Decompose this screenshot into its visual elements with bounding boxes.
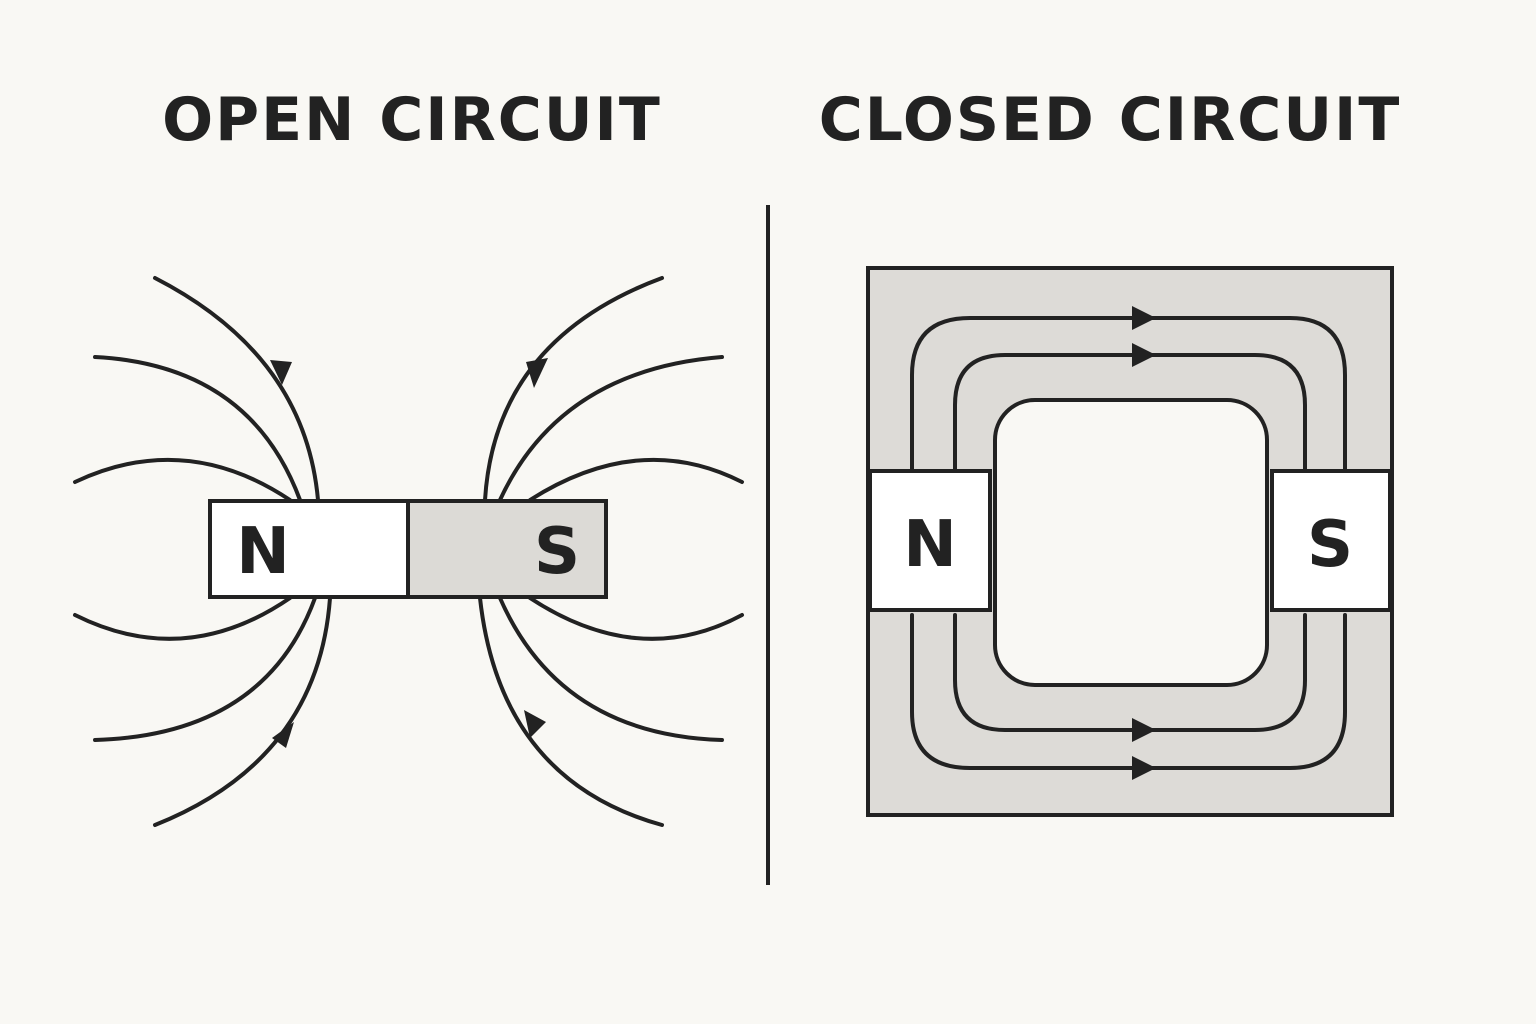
arrowhead-icon <box>270 360 292 385</box>
magnet-north-half <box>208 499 410 599</box>
flux-loop-outer-bottom <box>910 613 1347 770</box>
arrowhead-icon <box>524 710 546 738</box>
arrowhead-icon <box>526 358 548 388</box>
field-line <box>153 276 320 502</box>
open-circuit-title: OPEN CIRCUIT <box>162 85 662 155</box>
field-line <box>153 596 332 827</box>
closed-circuit-poles: N S <box>868 469 1392 612</box>
field-line <box>528 596 744 641</box>
closed-circuit-arrows <box>1132 306 1156 780</box>
core-window <box>993 398 1269 687</box>
closed-circuit-title: CLOSED CIRCUIT <box>819 85 1402 155</box>
field-line <box>73 596 292 641</box>
field-line <box>498 355 724 502</box>
arrowhead-icon <box>1132 756 1156 780</box>
closed-north-label: N <box>903 508 957 582</box>
closed-circuit-flux-lines <box>910 316 1347 770</box>
magnet-north-label: N <box>236 515 290 589</box>
field-line <box>73 457 292 502</box>
flux-loop-outer-top <box>910 316 1347 472</box>
field-line <box>483 276 664 502</box>
field-line <box>93 596 317 742</box>
arrowhead-icon <box>1132 306 1156 330</box>
arrowhead-icon <box>1132 718 1156 742</box>
bar-magnet: N S <box>208 499 608 599</box>
arrowhead-icon <box>1132 343 1156 367</box>
closed-south-pole <box>1270 469 1392 612</box>
closed-south-label: S <box>1307 508 1353 582</box>
flux-loop-inner-top <box>953 353 1307 472</box>
flux-loop-inner-bottom <box>953 613 1307 732</box>
arrowhead-icon <box>272 722 294 748</box>
field-line <box>528 457 744 502</box>
magnet-south-label: S <box>534 515 580 589</box>
field-line <box>498 596 724 742</box>
field-line <box>93 355 302 502</box>
field-line <box>478 596 664 827</box>
open-circuit-arrows <box>270 358 548 748</box>
closed-north-pole <box>868 469 992 612</box>
magnet-south-half <box>406 499 608 599</box>
